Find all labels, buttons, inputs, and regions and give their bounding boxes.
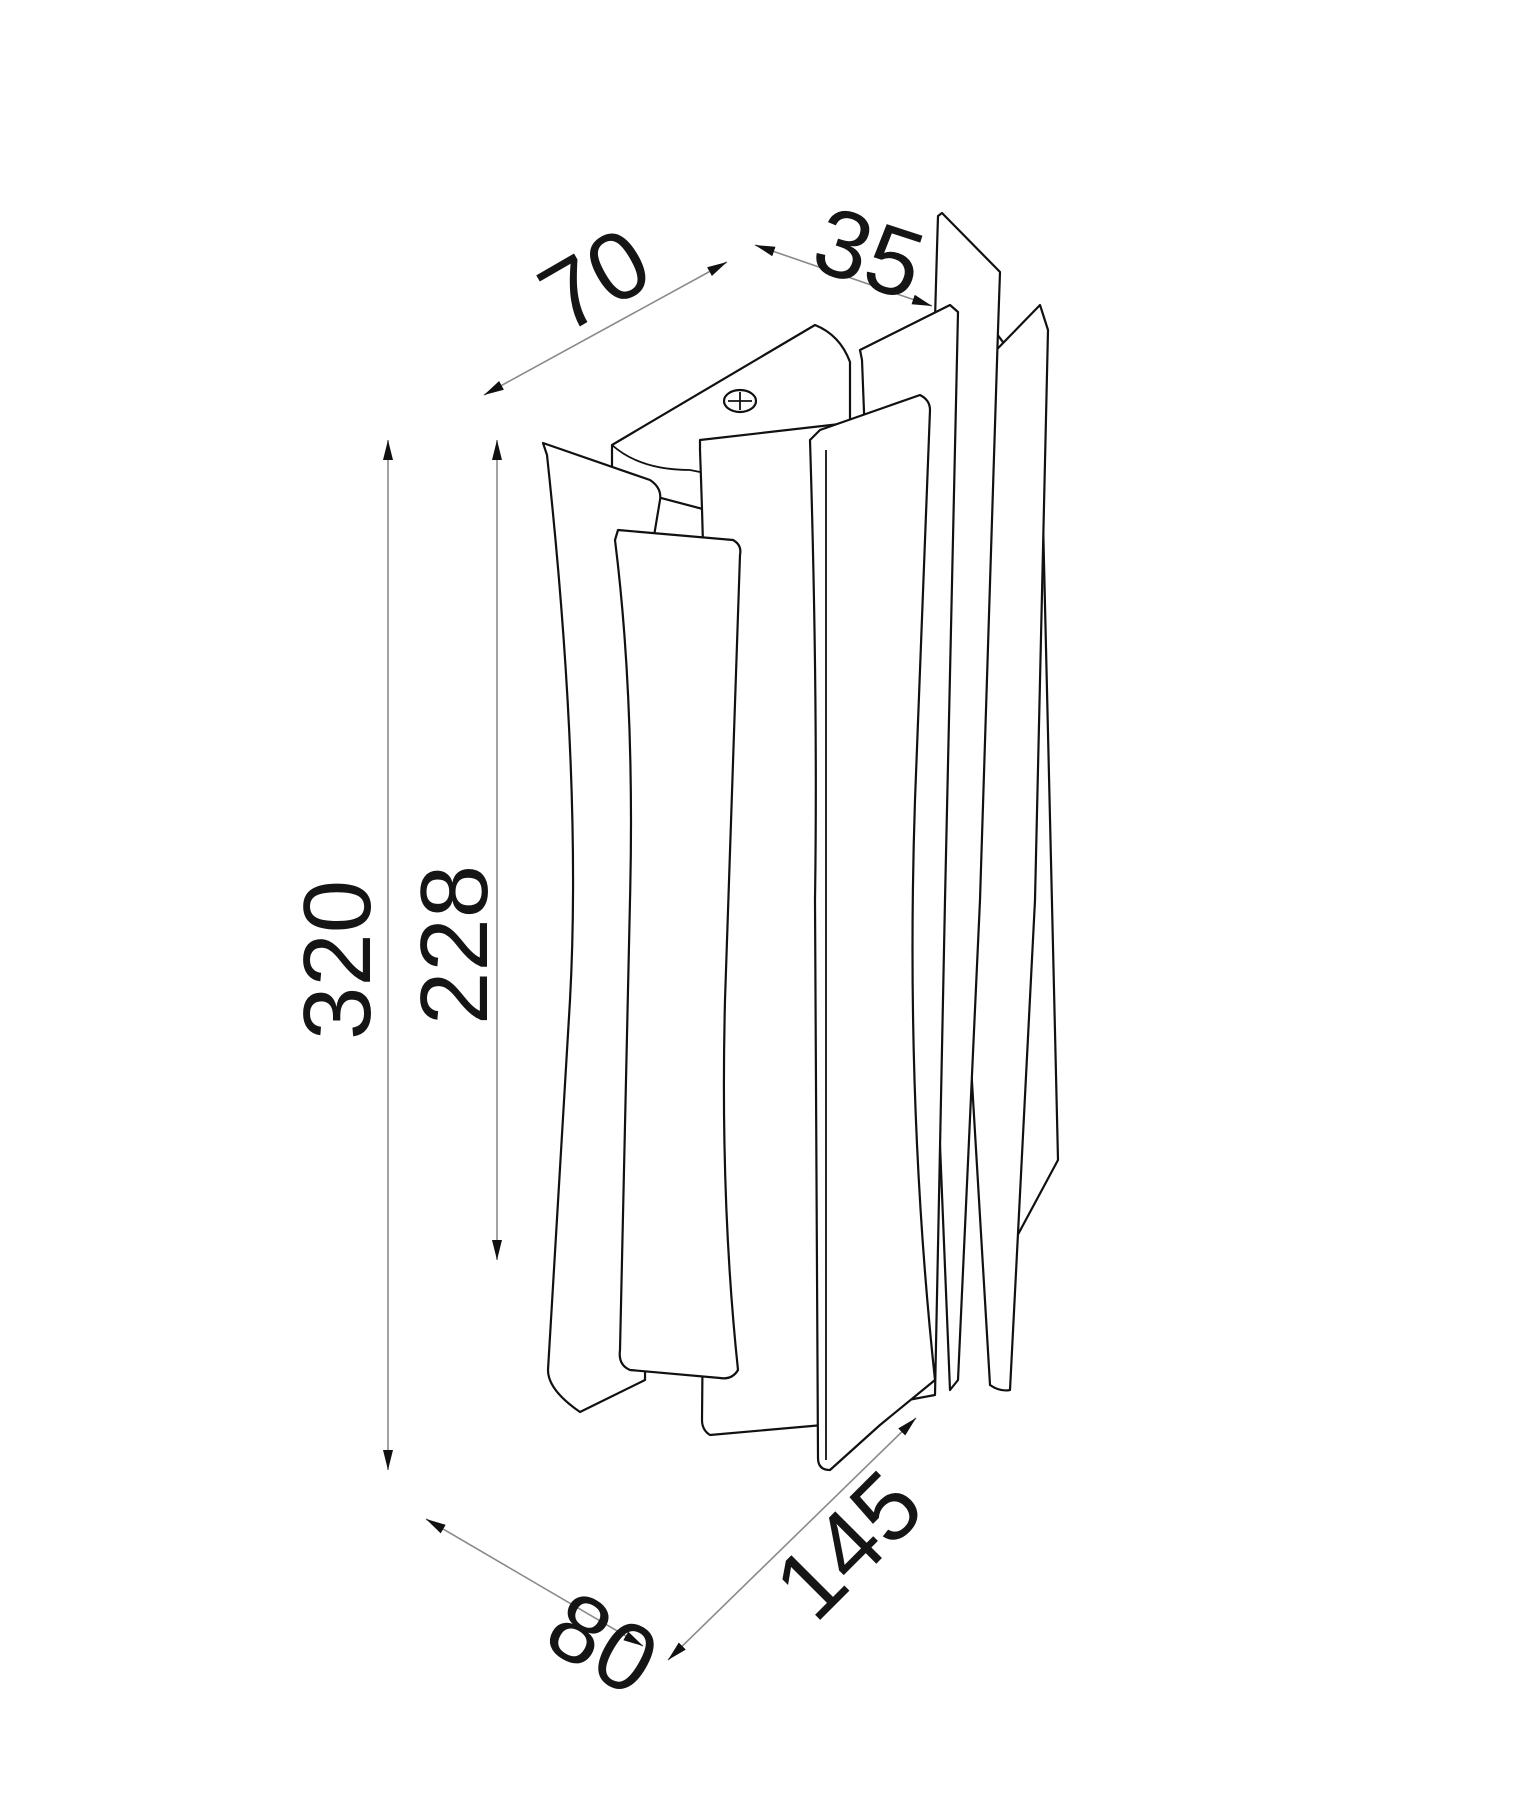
dimension-35: 35	[754, 186, 936, 321]
dimension-label-145: 145	[754, 1451, 943, 1640]
dimension-80: 80	[425, 1518, 675, 1717]
dimension-145: 145	[667, 1417, 943, 1661]
lamp-body	[541, 211, 1060, 1472]
dimension-label-320: 320	[284, 880, 391, 1040]
screw-icon	[722, 388, 758, 414]
wall-mount-curve	[611, 444, 701, 473]
dimension-320: 320	[284, 440, 393, 1470]
dimension-label-70: 70	[522, 207, 668, 353]
dimension-228: 228	[401, 440, 508, 1260]
dimension-label-228: 228	[401, 865, 508, 1025]
fin-left-inner	[613, 528, 742, 1380]
fin-front-main	[808, 393, 937, 1472]
dimension-70: 70	[483, 207, 728, 396]
